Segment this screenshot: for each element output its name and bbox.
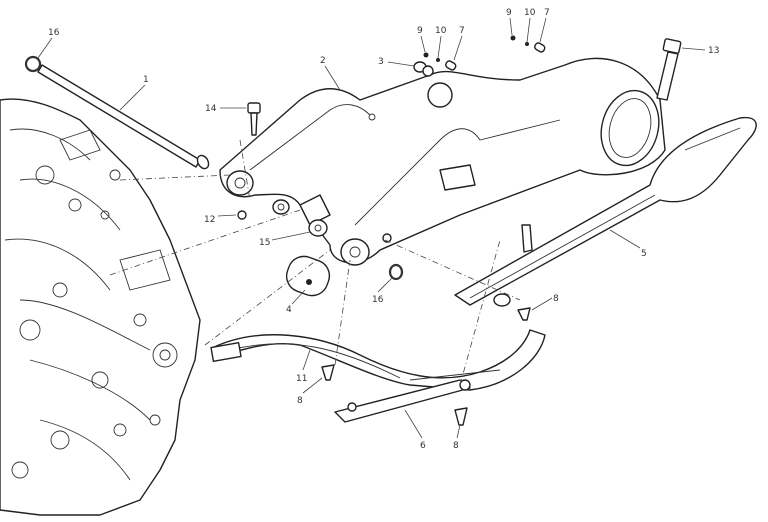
callout-8: 8 [297,396,303,406]
chain-guide-5 [454,116,757,321]
callout-13: 13 [708,46,719,56]
callout-9: 9 [417,26,423,36]
callout-1: 1 [143,75,149,85]
callout-3: 3 [378,57,384,67]
callout-16: 16 [372,295,384,305]
small-fasteners [237,35,546,281]
callout-11: 11 [296,374,307,384]
callout-7: 7 [544,8,550,18]
engine-block [0,98,201,516]
bolt-13 [656,38,682,101]
pivot-shaft [24,55,210,170]
callout-6: 6 [420,441,426,451]
bolt-14 [247,102,261,136]
lower-slider-6 [334,379,471,426]
cover-plate-4 [285,255,331,297]
callout-5: 5 [641,249,647,259]
leader-lines [37,17,706,439]
callout-8: 8 [553,294,559,304]
callout-10: 10 [524,8,536,18]
callout-14: 14 [205,104,217,114]
callout-15: 15 [259,238,270,248]
swingarm [219,57,666,266]
callout-labels: 16 1 2 3 9 10 7 9 10 7 13 14 12 15 16 4 … [48,8,719,451]
callout-8: 8 [453,441,459,451]
callout-12: 12 [204,215,215,225]
chain-slider-11 [210,329,546,391]
callout-4: 4 [286,305,292,315]
callout-10: 10 [435,26,447,36]
callout-16: 16 [48,28,60,38]
alignment-lines [109,139,521,386]
callout-9: 9 [506,8,512,18]
callout-7: 7 [459,26,465,36]
callout-2: 2 [320,56,326,66]
